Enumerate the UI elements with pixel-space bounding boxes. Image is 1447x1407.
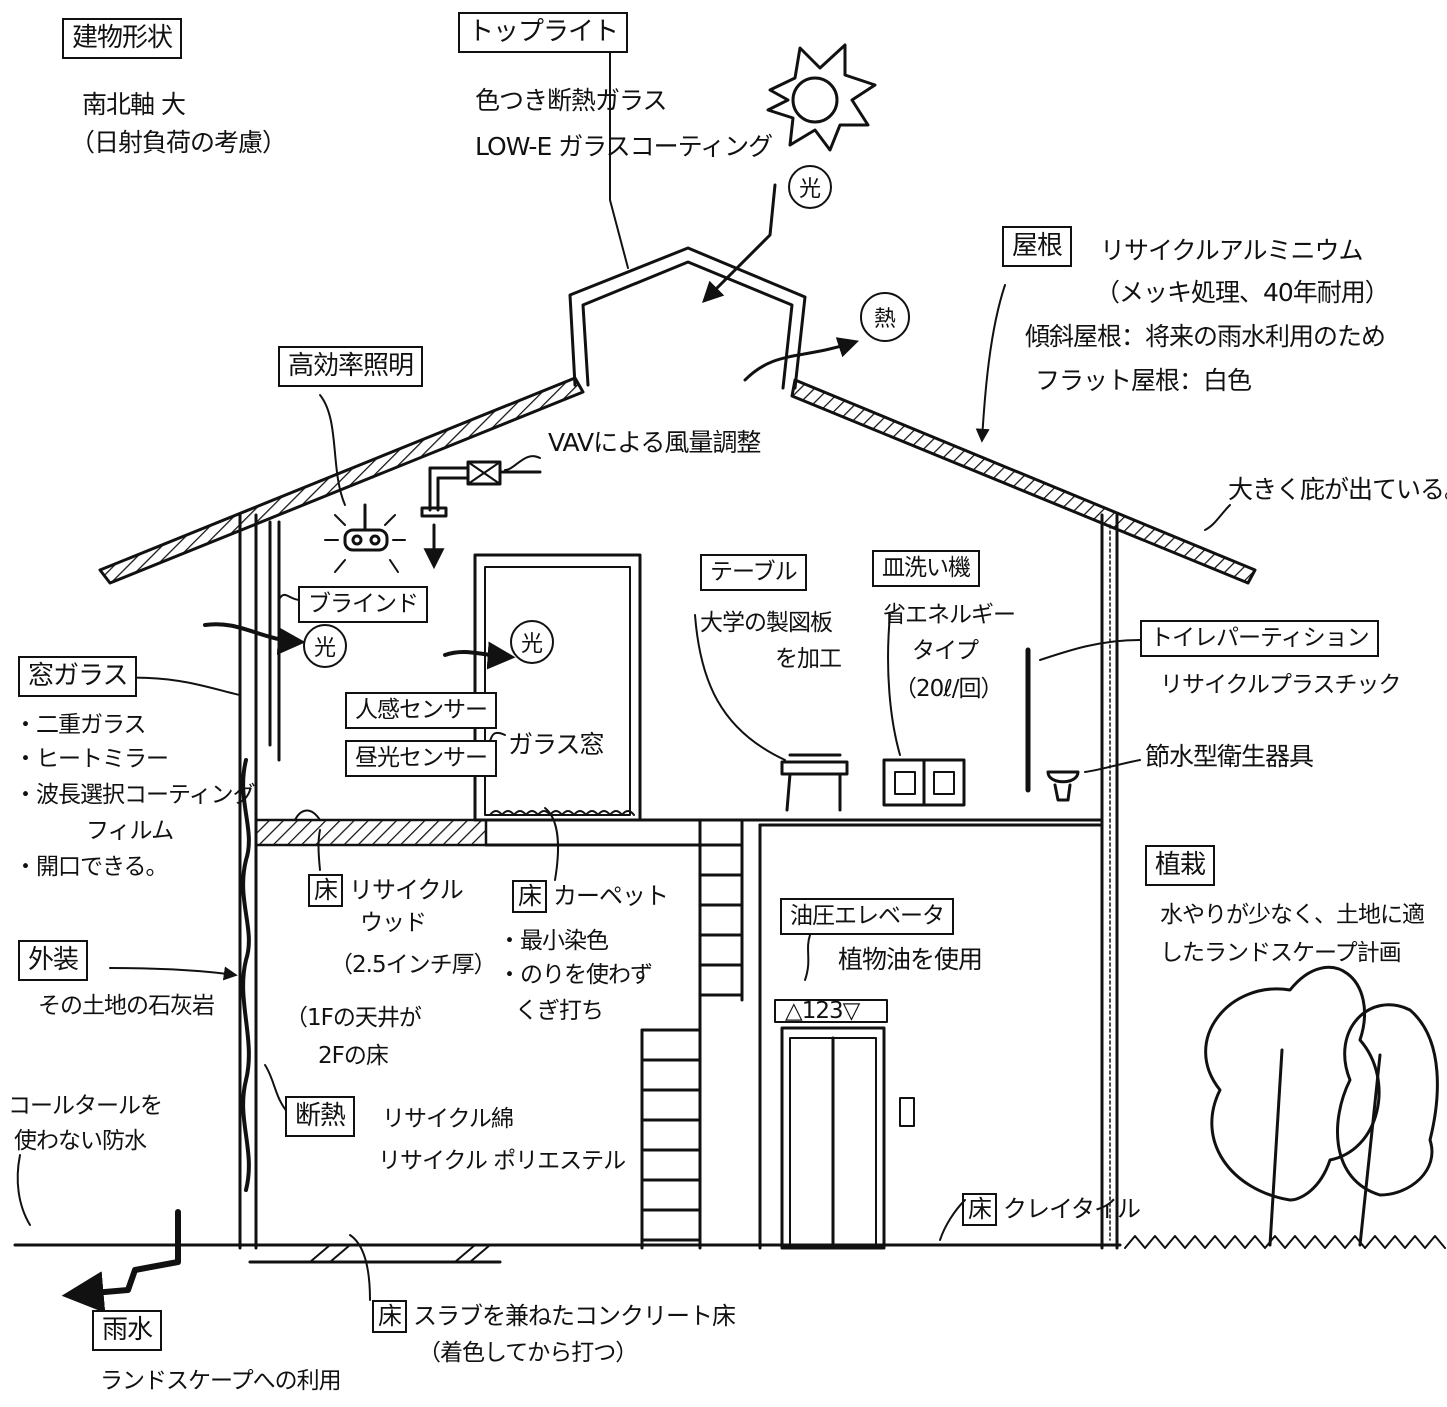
floor-carpet-line-3: ・のりを使わず <box>498 962 653 988</box>
roof-line-4: フラット屋根：白色 <box>1035 366 1252 395</box>
light-mark-sun: 光 <box>788 165 832 209</box>
daylight-sensor-label: 昼光センサー <box>345 740 497 777</box>
right-wall <box>1100 513 1119 1250</box>
floor-wood-line-5: 2Fの床 <box>318 1043 389 1069</box>
elevator-button <box>899 1097 915 1127</box>
second-floor-slab <box>254 818 488 847</box>
lighting-title: 高効率照明 <box>278 346 424 387</box>
window-glass-title: 窓ガラス <box>18 656 138 697</box>
vav-label: VAVによる風量調整 <box>548 428 761 457</box>
exterior-line-1: その土地の石灰岩 <box>38 993 215 1019</box>
floor-carpet-line-4: くぎ打ち <box>515 998 604 1024</box>
heat-mark: 熱 <box>860 292 910 342</box>
light-mark-right-room: 光 <box>510 620 554 664</box>
human-sensor-label: 人感センサー <box>345 692 497 729</box>
dishwasher <box>882 758 966 807</box>
window-glass-line-4: フィルム <box>86 818 174 844</box>
top-light-line-2: LOW-E ガラスコーティング <box>475 132 773 161</box>
insulation-line-2: リサイクル ポリエステル <box>378 1148 626 1174</box>
dishwasher-line-2: タイプ <box>912 638 979 664</box>
dishwasher-line-3: （20ℓ/回） <box>894 676 1004 702</box>
roof-right <box>790 378 1257 585</box>
floor-slab-tag: 床 <box>372 1300 407 1333</box>
table-line-2: を加工 <box>775 646 842 672</box>
roof-title: 屋根 <box>1002 226 1073 267</box>
floor-wood-tag: 床 <box>308 874 343 907</box>
floor-clay-label: 床クレイタイル <box>962 1193 1141 1226</box>
glass-window-frame <box>473 553 642 822</box>
light-mark-left-room: 光 <box>303 624 347 668</box>
insulation-title: 断熱 <box>285 1096 356 1137</box>
floor-wood-label: 床リサイクル <box>308 874 464 907</box>
toilet-partition-line-1: リサイクルプラスチック <box>1160 672 1401 698</box>
planting-line-1: 水やりが少なく、土地に適 <box>1160 902 1425 928</box>
grass <box>1124 1235 1446 1249</box>
toilet <box>1046 770 1080 802</box>
left-wall <box>238 513 258 1250</box>
light-fixture <box>324 503 406 573</box>
floor-slab-line-2: （着色してから打つ） <box>418 1340 638 1366</box>
toilet-partition-title: トイレパーティション <box>1140 620 1379 657</box>
exterior-stone-wall <box>241 758 251 1192</box>
building-shape-line-1: 南北軸 大 <box>82 90 186 119</box>
building-shape-line-2: （日射負荷の考慮） <box>70 128 287 157</box>
table <box>780 753 849 812</box>
roof-left <box>98 376 585 585</box>
floor-wood-line-3: （2.5インチ厚） <box>330 952 497 978</box>
roof-line-1: リサイクルアルミニウム <box>1100 236 1364 265</box>
rainwater-line-1: ランドスケープへの利用 <box>100 1368 342 1394</box>
rain-pipe <box>61 1209 181 1314</box>
ground-line <box>13 1243 1122 1264</box>
floor-clay-text: クレイタイル <box>1003 1195 1141 1223</box>
elevator-floor-indicator: △123▽ <box>785 998 860 1024</box>
window-glass-line-1: ・二重ガラス <box>14 712 147 738</box>
top-light-monitor <box>568 246 807 390</box>
rainwater-title: 雨水 <box>92 1310 163 1351</box>
floor-wood-line-4: （1Fの天井が <box>285 1005 422 1031</box>
blind-label: ブラインド <box>298 586 428 623</box>
dishwasher-line-1: 省エネルギー <box>883 602 1016 628</box>
dishwasher-title: 皿洗い機 <box>872 550 980 587</box>
floor-carpet-line-2: ・最小染色 <box>498 928 609 954</box>
floor-wood-line-2: ウッド <box>360 910 427 936</box>
heat-arrow <box>743 337 859 382</box>
floor-carpet-line-1: カーペット <box>553 882 669 910</box>
planting-line-2: したランドスケープ計画 <box>1160 940 1402 966</box>
coal-tar-line-2: 使わない防水 <box>14 1128 147 1154</box>
floor-carpet-tag: 床 <box>512 880 547 913</box>
window-glass-line-2: ・ヒートミラー <box>14 746 169 772</box>
stairs <box>640 820 744 1250</box>
coal-tar-line-1: コールタールを <box>8 1093 163 1119</box>
table-title: テーブル <box>700 554 807 591</box>
floor-slab-label: 床スラブを兼ねたコンクリート床 <box>372 1300 736 1333</box>
insulation-line-1: リサイクル綿 <box>382 1106 514 1132</box>
roof-line-2: （メッキ処理、40年耐用） <box>1095 278 1390 307</box>
floor-carpet-label: 床カーペット <box>512 880 669 913</box>
top-light-title: トップライト <box>458 12 629 53</box>
water-saving-label: 節水型衛生器具 <box>1145 742 1314 771</box>
glass-window-label: ガラス窓 <box>508 730 605 759</box>
eaves-label: 大きく庇が出ている。 <box>1228 475 1447 504</box>
hydraulic-elevator-title: 油圧エレベータ <box>780 898 954 935</box>
vav-duct <box>428 466 470 512</box>
floor-slab-line-1: スラブを兼ねたコンクリート床 <box>413 1302 736 1330</box>
roof-line-3: 傾斜屋根：将来の雨水利用のため <box>1025 322 1386 351</box>
window-glass-line-5: ・開口できる。 <box>14 854 169 880</box>
top-light-line-1: 色つき断熱ガラス <box>475 86 668 115</box>
table-line-1: 大学の製図板 <box>700 610 833 636</box>
sunlight-arrow <box>702 183 777 303</box>
sun-icon <box>766 43 877 152</box>
floor-wood-line-1: リサイクル <box>349 876 464 904</box>
exterior-title: 外装 <box>18 940 89 981</box>
hydraulic-elevator-line-1: 植物油を使用 <box>838 945 983 974</box>
trees <box>1204 966 1439 1247</box>
floor-clay-tag: 床 <box>962 1193 997 1226</box>
planting-title: 植栽 <box>1145 845 1216 886</box>
window-glass-line-3: ・波長選択コーティング <box>14 782 256 808</box>
building-shape-title: 建物形状 <box>62 18 183 59</box>
